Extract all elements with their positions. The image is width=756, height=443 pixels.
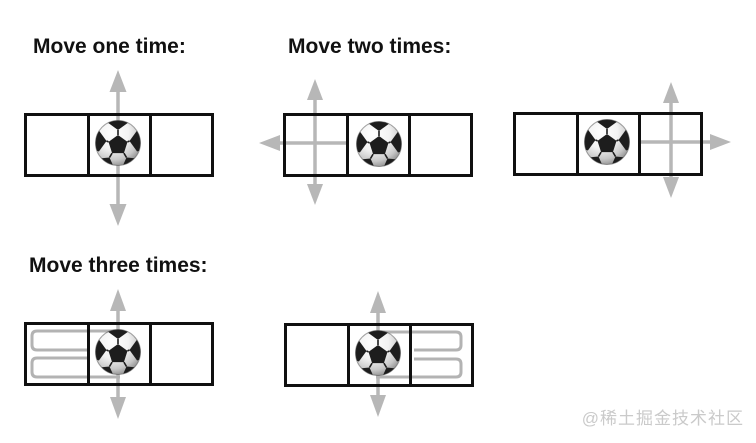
serpentine-path-right-cell-icon bbox=[376, 330, 463, 379]
cross-arrows-right-cell-icon bbox=[639, 82, 731, 198]
soccer-ball-icon bbox=[94, 119, 142, 167]
serpentine-path-left-cell-icon bbox=[30, 329, 120, 379]
cell-divider bbox=[87, 325, 90, 383]
cell-strip-three-times-right bbox=[284, 323, 474, 387]
cross-arrows-left-cell-icon bbox=[259, 79, 348, 205]
cell-divider bbox=[346, 116, 349, 174]
cell-divider bbox=[409, 326, 412, 384]
watermark: @稀土掘金技术社区 bbox=[581, 409, 744, 428]
cell-divider bbox=[87, 116, 90, 174]
cell-strip-two-times-right bbox=[513, 112, 703, 176]
heading-move-three-times: Move three times: bbox=[29, 254, 208, 277]
soccer-ball-icon bbox=[355, 120, 403, 168]
heading-move-one-time: Move one time: bbox=[33, 35, 186, 58]
cell-divider bbox=[576, 115, 579, 173]
cell-divider bbox=[149, 116, 152, 174]
soccer-ball-icon bbox=[354, 329, 402, 377]
heading-move-two-times: Move two times: bbox=[288, 35, 452, 58]
cell-strip-two-times-left bbox=[283, 113, 473, 177]
cell-divider bbox=[149, 325, 152, 383]
cell-divider bbox=[408, 116, 411, 174]
soccer-ball-icon bbox=[583, 118, 631, 166]
cell-strip-three-times-left bbox=[24, 322, 214, 386]
cell-divider bbox=[347, 326, 350, 384]
soccer-ball-icon bbox=[94, 328, 142, 376]
cell-strip-one-time bbox=[24, 113, 214, 177]
cell-divider bbox=[638, 115, 641, 173]
